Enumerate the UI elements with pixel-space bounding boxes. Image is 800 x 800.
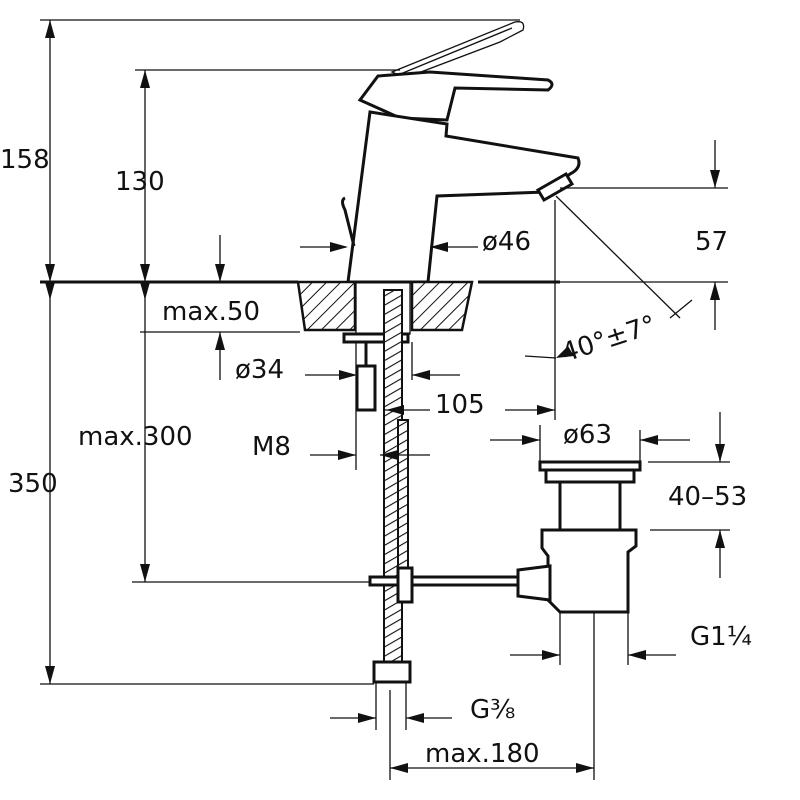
fixing-plate — [342, 332, 410, 344]
dim-spout-diameter: ø46 — [482, 227, 531, 257]
dimension-lines — [40, 19, 730, 780]
dim-spout-clearance: 57 — [695, 227, 728, 257]
dimension-labels: 158 130 57 ø46 max.50 ø34 105 40°±7° max… — [0, 145, 752, 769]
dim-hole-diameter: ø34 — [235, 355, 284, 385]
waste-side-port — [516, 564, 552, 602]
aerator — [535, 171, 575, 203]
dim-total-height: 158 — [0, 145, 50, 175]
dim-flow-angle: 40°±7° — [558, 310, 660, 369]
faucet — [341, 21, 581, 284]
waste-neck — [558, 480, 622, 532]
shank-and-hoses — [342, 281, 522, 684]
dim-deck-thickness: max.50 — [162, 297, 260, 327]
dim-waste-adjust-range: 40–53 — [668, 482, 747, 512]
lever-raised-outline — [390, 21, 525, 79]
dim-hose-thread: G⅜ — [470, 695, 515, 725]
dim-waste-thread: G1¼ — [690, 622, 752, 652]
dim-supply-length: max.300 — [78, 422, 193, 452]
popup-linkage-clip — [396, 566, 414, 604]
waste-body — [540, 528, 638, 614]
dim-hose-length: 350 — [8, 469, 58, 499]
hose-braided-second — [397, 419, 409, 571]
dim-waste-offset: max.180 — [425, 739, 540, 769]
fixing-nut — [355, 364, 377, 412]
dim-waste-cap-diameter: ø63 — [563, 420, 612, 450]
dim-spout-height: 130 — [115, 167, 165, 197]
waste-flange — [544, 468, 636, 484]
hose-end-nut — [372, 660, 412, 684]
deck-section-right — [410, 280, 474, 332]
deck — [40, 280, 560, 332]
faucet-body — [346, 110, 581, 284]
lever-raised-outline-inner — [397, 27, 513, 76]
deck-section-left — [296, 280, 357, 332]
lever-handle — [357, 70, 554, 122]
waste — [516, 460, 642, 614]
dim-spout-reach: 105 — [435, 390, 485, 420]
dim-bolt-thread: M8 — [252, 432, 291, 462]
popup-linkage-rod — [368, 575, 522, 587]
popup-rod — [341, 196, 356, 247]
